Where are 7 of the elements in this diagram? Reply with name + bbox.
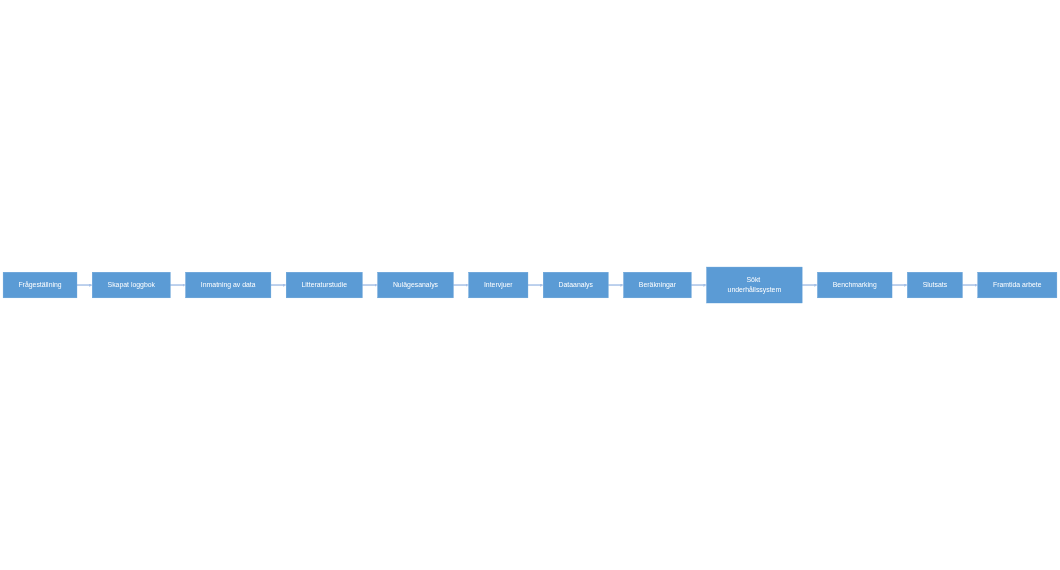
arrow [361, 283, 378, 287]
arrow [452, 283, 469, 287]
arrow [607, 283, 624, 287]
arrow [169, 283, 186, 287]
arrow [270, 283, 287, 287]
arrow [690, 283, 707, 287]
arrow [961, 283, 978, 287]
